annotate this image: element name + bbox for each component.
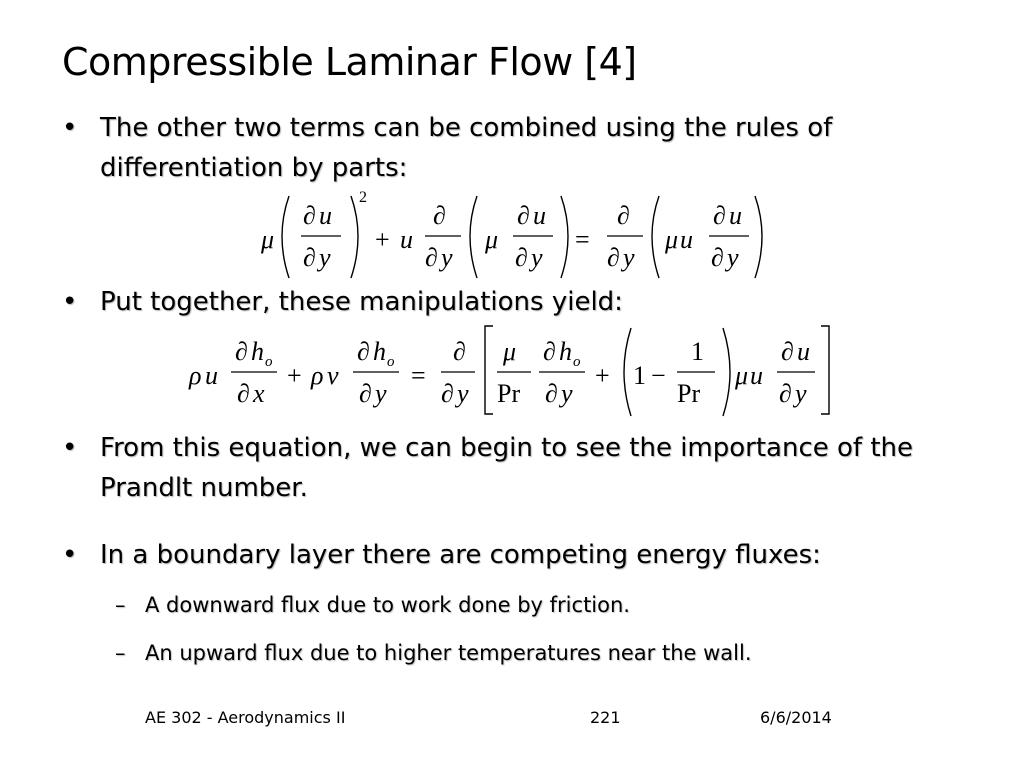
eq-symbol: ∂ xyxy=(713,201,726,230)
eq-symbol: y xyxy=(724,243,739,272)
bullet-dot: • xyxy=(62,540,78,570)
eq-bracket xyxy=(484,325,493,415)
eq-symbol: u xyxy=(729,201,742,230)
eq-symbol: h xyxy=(373,337,386,366)
eq-symbol: 1 xyxy=(633,361,646,390)
eq-symbol: ∂ xyxy=(425,243,438,272)
eq-symbol: h xyxy=(559,337,572,366)
eq-symbol: ∂ xyxy=(543,337,556,366)
sub-bullet-text: An upward flux due to higher temperature… xyxy=(145,641,752,665)
eq-operator: = xyxy=(411,361,426,390)
bullet-text: In a boundary layer there are competing … xyxy=(100,540,821,570)
eq-symbol: ∂ xyxy=(453,337,466,366)
eq-paren xyxy=(722,327,731,417)
eq-symbol: u xyxy=(533,201,546,230)
eq-symbol: u xyxy=(205,361,218,390)
sub-bullet-item: – A downward flux due to work done by fr… xyxy=(115,590,965,620)
sub-bullet-dash: – xyxy=(115,641,126,665)
eq-symbol: μ xyxy=(734,361,748,390)
eq-paren xyxy=(623,327,632,417)
eq-symbol: ∂ xyxy=(779,379,792,408)
eq-symbol: ∂ xyxy=(617,201,630,230)
eq-symbol: ∂ xyxy=(433,201,446,230)
footer-page-number: 221 xyxy=(590,708,621,727)
eq-paren xyxy=(560,195,569,279)
eq-symbol: ∂ xyxy=(781,337,794,366)
eq-subscript: o xyxy=(387,354,395,370)
bullet-text: Put together, these manipulations yield: xyxy=(100,287,623,317)
eq-symbol: ∂ xyxy=(517,201,530,230)
bullet-dot: • xyxy=(62,287,78,317)
eq-symbol: Pr xyxy=(677,379,700,408)
eq-symbol: μ xyxy=(502,337,516,366)
eq-symbol: ∂ xyxy=(235,337,248,366)
eq-symbol: ρ xyxy=(310,361,323,390)
slide-title: Compressible Laminar Flow [4] xyxy=(62,40,637,84)
bullet-text: The other two terms can be combined usin… xyxy=(100,113,833,183)
eq-bracket xyxy=(821,325,830,415)
eq-paren xyxy=(350,195,359,279)
eq-symbol: μ xyxy=(664,225,678,254)
eq-symbol: u xyxy=(680,225,693,254)
eq-subscript: o xyxy=(573,354,581,370)
eq-operator: − xyxy=(651,361,666,390)
eq-symbol: μ xyxy=(260,225,274,254)
bullet-dot: • xyxy=(62,113,78,143)
eq-symbol: y xyxy=(792,379,807,408)
eq-symbol: y xyxy=(454,379,469,408)
sub-bullet-dash: – xyxy=(115,593,126,617)
eq-symbol: ∂ xyxy=(607,243,620,272)
equation-product-rule: μ ∂ u ∂ y 2 + u ∂ ∂ y μ ∂ u ∂ y xyxy=(255,186,765,290)
eq-symbol: h xyxy=(251,337,264,366)
equation-energy: ρ u ∂ h o ∂ x + ρ v ∂ h o ∂ y = ∂ ∂ xyxy=(185,322,835,426)
bullet-item: • In a boundary layer there are competin… xyxy=(62,535,962,575)
eq-subscript: o xyxy=(265,354,273,370)
eq-paren xyxy=(651,195,660,279)
eq-operator: + xyxy=(287,361,302,390)
eq-paren xyxy=(281,195,290,279)
eq-symbol: ∂ xyxy=(237,379,250,408)
eq-operator: + xyxy=(375,225,390,254)
eq-symbol: ∂ xyxy=(545,379,558,408)
eq-symbol: ∂ xyxy=(515,243,528,272)
eq-symbol: y xyxy=(620,243,635,272)
eq-symbol: ∂ xyxy=(441,379,454,408)
eq-symbol: ∂ xyxy=(711,243,724,272)
eq-symbol: u xyxy=(400,225,413,254)
footer-date: 6/6/2014 xyxy=(760,708,832,727)
eq-symbol: μ xyxy=(484,225,498,254)
eq-symbol: y xyxy=(558,379,573,408)
eq-operator: + xyxy=(595,361,610,390)
eq-symbol: y xyxy=(438,243,453,272)
sub-bullet-text: A downward flux due to work done by fric… xyxy=(145,593,630,617)
eq-symbol: ∂ xyxy=(359,379,372,408)
footer-course: AE 302 - Aerodynamics II xyxy=(145,708,346,727)
eq-paren xyxy=(754,195,763,279)
eq-symbol: x xyxy=(252,379,265,408)
eq-symbol: u xyxy=(319,201,332,230)
eq-symbol: y xyxy=(316,243,331,272)
bullet-dot: • xyxy=(62,433,78,463)
eq-symbol: ∂ xyxy=(303,243,316,272)
eq-symbol: ∂ xyxy=(357,337,370,366)
bullet-item: • From this equation, we can begin to se… xyxy=(62,428,962,508)
sub-bullet-item: – An upward flux due to higher temperatu… xyxy=(115,638,965,668)
eq-symbol: ∂ xyxy=(303,201,316,230)
eq-operator: = xyxy=(575,225,590,254)
bullet-item: • Put together, these manipulations yiel… xyxy=(62,282,962,322)
bullet-item: • The other two terms can be combined us… xyxy=(62,108,962,188)
eq-symbol: 1 xyxy=(691,337,704,366)
eq-symbol: y xyxy=(528,243,543,272)
eq-symbol: y xyxy=(372,379,387,408)
eq-symbol: u xyxy=(750,361,763,390)
eq-symbol: u xyxy=(797,337,810,366)
eq-symbol: v xyxy=(327,361,339,390)
eq-paren xyxy=(469,195,478,279)
bullet-text: From this equation, we can begin to see … xyxy=(100,433,914,503)
eq-symbol: Pr xyxy=(497,379,520,408)
eq-symbol: ρ xyxy=(188,361,201,390)
eq-exponent: 2 xyxy=(359,189,367,206)
